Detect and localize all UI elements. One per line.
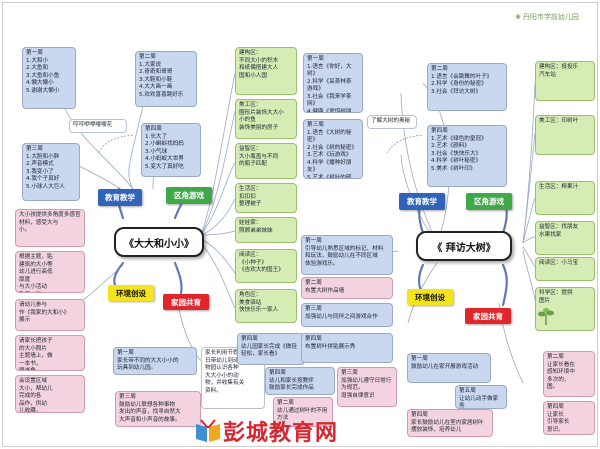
left-home-week3: 第三周 鼓励幼儿联想各种事物 发出的声音，找寻自然大 大声音和小声音的故事。 [115, 391, 201, 427]
left-env-card-5: 会设置区域 大小，帮幼儿 完成的各 品作，供幼 儿收藏。 [15, 375, 85, 413]
right-branch-home: 家园共育 [465, 308, 511, 324]
left-branch-edu: 教育教学 [98, 189, 142, 206]
right-week1-card: 第一周 1.语言《你好，大树》 2.科学《采茶林茶 游戏》 3.社会《我来学茶网… [303, 53, 363, 113]
footer-brand-text: 彭城教育网 [223, 421, 339, 446]
right-home-week4: 第四周 家长鼓励幼儿在室内家居树叶 摆放装饰，培养幼儿 [407, 409, 493, 437]
left-area-puzzle: 益智区： 大小瓶盖与不同 的瓶子匹配 [235, 143, 297, 179]
right-env-card-3: 第三周 加强幼儿与同伴之间游戏合作 [301, 303, 393, 327]
right-env-card-2: 第二周 布置大树作品墙 [301, 277, 393, 299]
left-area-art: 美工区： 圈形片装饰大大小 小的鱼 装饰美丽的房子 [235, 99, 297, 139]
right-center-topic: 《 拜访大树》 [416, 231, 512, 261]
left-branch-home: 家园共育 [163, 294, 209, 310]
book-logo-icon [196, 419, 220, 442]
left-env-card-2: 根据主题，贴 建筑的大小等 幼儿进行高低 厚度 与大小活动 教室，能 品。 [15, 251, 85, 293]
plant-icon [538, 308, 554, 325]
right-area-build: 建构区：投投乐 汽车站 [535, 61, 595, 101]
school-logo-text: 丹阳市学前幼儿园 [522, 13, 579, 21]
left-env-card-4: 请家长把孩子 的大小照片 主题墙上，做 一本书， 题书角。 [15, 335, 85, 371]
left-week1-card: 第一周 1.大和小 2.大鱼和 3.大鱼和小鱼 4.懒大懒小 5.谢谢大懒小 [22, 47, 76, 109]
right-week2-card: 第二周 1.语言《会跳舞的叶子》 2.科学《身份的秘密》 3.社会《拜访大树》 [427, 63, 507, 111]
right-week3-card: 第三周 1.语言《大树的秘密》 2.社会《树的秘密》 3.艺术《玩游戏》 4.科… [303, 119, 363, 179]
right-branch-edu: 教育教学 [399, 193, 445, 210]
right-home-week4b: 第四周 让家长 引导家长 意识。 [543, 401, 595, 435]
left-area-life: 生活区： 扣扣扣 整理被子 [235, 183, 297, 213]
left-branch-area: 区角游戏 [166, 187, 212, 204]
left-area-read: 阅读区： 《小种子》 《吉欢大的国王》 [235, 249, 297, 283]
left-center-topic: 《大大和小小》 [114, 227, 204, 257]
school-logo: ❀ 丹阳市学前幼儿园 [515, 12, 579, 22]
right-env-card-1: 第一周 引导幼儿熟悉区域的标记、材料 和玩法，鼓励幼儿在不同区域 体验游戏乐。 [301, 235, 393, 275]
right-area-puzzle: 益智区：找朋友 水果找家 [535, 221, 595, 255]
center-week4-card: 第四周 幼儿园家长完成《做轻 轻松，家长看》 [237, 333, 305, 365]
left-week3-card: 第三周 1.大胆和小胖 2.声音模式 3.我变小了 4.我个子真好 5.小球人大… [22, 143, 80, 201]
center-week3-right: 第三周 加强幼儿遵守日常行为规范， 增强自律意识 [337, 367, 397, 407]
left-week2-card: 第二周 1.大家说 2.奇奇和哥哥 3.大鞋和小鞋 4.大大画一画 5.欢欢喜喜… [135, 51, 197, 107]
left-home-tips: 家长利用节假 日带幼儿到动 物园认识各种 大大小小的动 物，并收集有关 资料。 [201, 347, 265, 409]
center-week2-card: 第二周 幼儿通过树叶的不用方法 [273, 397, 333, 427]
left-env-card-3: 请幼儿参与 作《我家的大和小》 展示 [15, 299, 85, 331]
left-home-week1: 第一周 家长带不同的大大小小的 玩具到幼儿园。 [113, 347, 197, 375]
left-week4-card: 第四周 1.长大了 2.小蝌蚪找妈妈 3.小气球 4.小蚂蚁大世界 5.变大了真… [141, 123, 201, 177]
left-area-build: 建构区： 不同大小的积木 和纸偶搭建大人 国和小人国 [235, 47, 297, 95]
right-area-art: 美工区：印树叶 [535, 115, 595, 155]
right-home-week1: 第一周 鼓励幼儿在家开展游戏活动 [407, 353, 491, 383]
flower-icon: ❀ [515, 13, 521, 21]
right-week4-card: 第四周 1.艺术《绿色的皇冠》 2.艺术《颜料》 3.社会《快快乐大》 4.科学… [427, 125, 507, 187]
right-area-life: 生活区：榨果汁 [535, 181, 595, 215]
left-branch-env: 环境创设 [108, 285, 154, 301]
footer-brand: 彭城教育网 [193, 415, 339, 446]
right-branch-area: 区角游戏 [466, 193, 512, 210]
right-home-week2: 第二周 让家长看在 感知环境中 多次的， 图。 [543, 351, 595, 397]
left-mid-note: 哼哼咿咿嘤嘤花 [69, 119, 127, 133]
left-env-card-1: 大小孩提供多角度多感官 材料，感受大与 小。 [15, 209, 85, 247]
center-week5-card: 第四周 幼儿和家长按教师 鼓励家长完成作品 [265, 367, 335, 395]
right-branch-env: 环境创设 [407, 289, 453, 305]
right-mid-note: 了解大树的奥秘 [367, 115, 417, 129]
right-area-read: 阅读区：小马宝 [535, 257, 595, 281]
right-env-card-4: 第四周 布置树叶拼贴展示秀 [301, 333, 393, 363]
right-home-week5: 第五周 让幼儿动手做家务 [455, 385, 507, 409]
left-area-role: 角色区： 美食驿站 快快乐乐一家人 [235, 289, 297, 323]
left-area-weave: 娃娃家： 照顾弟弟妹妹 [235, 217, 297, 243]
